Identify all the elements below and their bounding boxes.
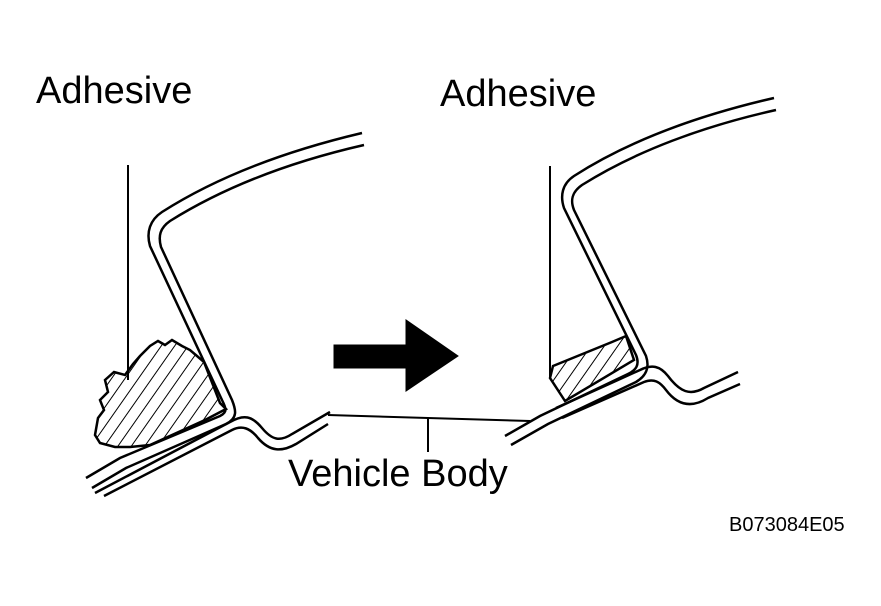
adhesive-label-right: Adhesive	[440, 73, 597, 115]
glass-molding-inner-line-after	[510, 108, 777, 447]
adhesive-bead-excess	[93, 338, 229, 449]
glass-molding-outer-line	[85, 131, 363, 480]
after-assembly	[504, 96, 777, 447]
right-arrow-icon	[333, 319, 459, 392]
glass-molding-inner-line	[91, 143, 365, 490]
adhesive-label-left: Adhesive	[36, 70, 193, 112]
vehicle-body-flange-outer	[94, 410, 331, 495]
vehicle-body-leader	[327, 414, 531, 452]
vehicle-body-flange-outer-after	[555, 365, 739, 410]
figure-code-label: B073084E05	[729, 514, 845, 536]
glass-molding-outer-line-after	[504, 96, 775, 438]
vehicle-body-flange-inner-after	[561, 379, 741, 420]
vehicle-body-flange-inner	[103, 422, 329, 498]
vehicle-body-label: Vehicle Body	[288, 453, 508, 495]
before-assembly	[85, 131, 365, 498]
